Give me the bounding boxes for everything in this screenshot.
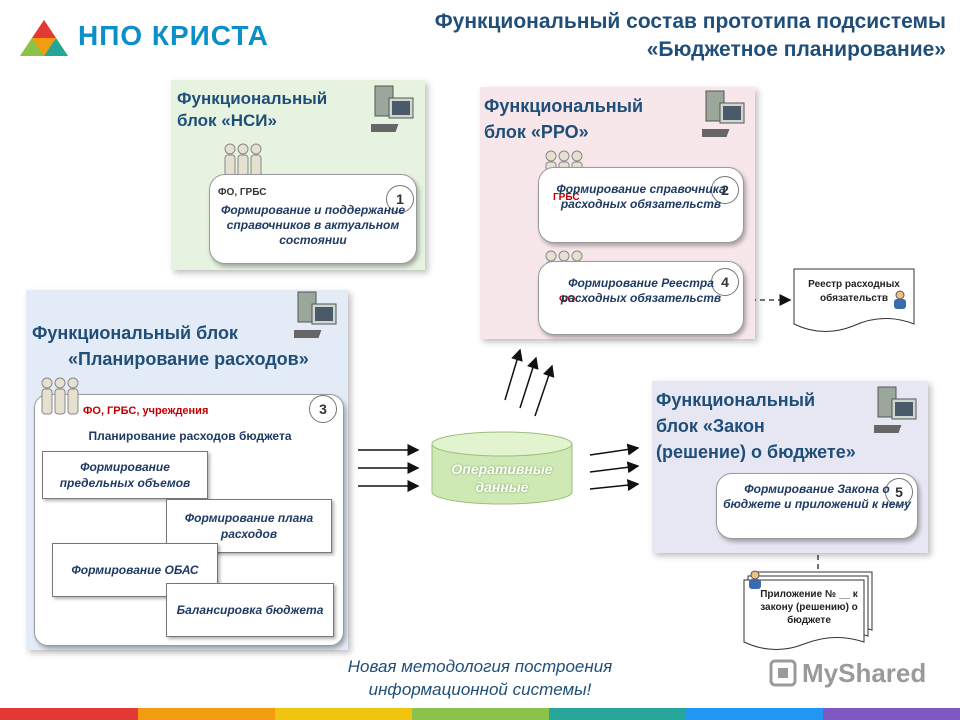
block-law: Функциональный блок «Закон (решение) о б…	[652, 381, 928, 553]
computer-icon	[371, 85, 414, 132]
arrows-to-law	[589, 443, 640, 492]
rro-card-2-role: ГРБС	[553, 192, 580, 203]
footer-stripe	[549, 708, 686, 720]
nsi-card-text: Формирование и поддержание справочников …	[220, 203, 405, 247]
rro-card-4-text: Формирование Реестра расходных обязатель…	[560, 276, 722, 305]
logo-text: НПО КРИСТА	[78, 20, 269, 51]
footer-slogan: Новая методология построения информацион…	[347, 657, 613, 699]
arrows-to-database	[358, 444, 420, 492]
appendix-document-text: Приложение № __ к закону (решению) о бюд…	[760, 589, 858, 626]
law-card[interactable]: 5 Формирование Закона о бюджете и прилож…	[716, 473, 918, 539]
step-number-1: 1	[386, 185, 414, 213]
header: НПО КРИСТА Функциональный состав прототи…	[0, 0, 960, 78]
block-nsi: Функциональный блок «НСИ» ФО, ГРБС 1 Фор…	[171, 80, 425, 270]
rro-card-4[interactable]: ФО 4 Формирование Реестра расходных обяз…	[538, 261, 744, 335]
planning-sub-balance[interactable]: Балансировка бюджета	[166, 583, 334, 637]
arrows-to-rro	[504, 348, 555, 417]
database-icon	[431, 431, 573, 505]
user-icon	[749, 570, 761, 589]
user-icon	[894, 290, 906, 309]
planning-card-title: Планирование расходов бюджета	[88, 429, 292, 443]
registry-document-text: Реестр расходных обязательств	[808, 279, 900, 304]
database-label: Оперативные данные	[451, 461, 553, 495]
computer-icon	[702, 90, 745, 137]
logo-icon	[20, 20, 68, 56]
nsi-role: ФО, ГРБС	[218, 187, 267, 198]
footer-stripe	[275, 708, 412, 720]
users-icon	[41, 377, 79, 415]
registry-document[interactable]: Реестр расходных обязательств	[793, 268, 915, 334]
block-planning: Функциональный блок «Планирование расход…	[26, 290, 348, 650]
step-number-2: 2	[711, 176, 739, 204]
block-law-title: Функциональный блок «Закон (решение) о б…	[656, 390, 856, 462]
block-planning-title: Функциональный блок «Планирование расход…	[32, 323, 309, 369]
footer-stripe	[686, 708, 823, 720]
block-rro: Функциональный блок «РРО» ГРБС 2 Формиро…	[480, 87, 755, 339]
law-card-text: Формирование Закона о бюджете и приложен…	[723, 482, 911, 511]
page-title: Функциональный состав прототипа подсисте…	[434, 10, 946, 61]
rro-card-4-role: ФО	[559, 294, 576, 305]
rro-card-2[interactable]: ГРБС 2 Формирование справочника расходны…	[538, 167, 744, 243]
computer-icon	[874, 386, 917, 433]
database-operative-data[interactable]: Оперативные данные	[430, 430, 574, 506]
step-number-3: 3	[309, 395, 337, 423]
watermark-logo-icon	[769, 659, 797, 687]
watermark: MyShared	[768, 656, 938, 692]
watermark-text: MyShared	[802, 658, 927, 688]
appendix-document[interactable]: Приложение № __ к закону (решению) о бюд…	[742, 570, 874, 656]
footer-stripe	[823, 708, 960, 720]
planning-sub-limits[interactable]: Формирование предельных объемов	[42, 451, 208, 499]
computer-icon	[294, 291, 337, 338]
footer-stripe	[412, 708, 549, 720]
block-nsi-title: Функциональный блок «НСИ»	[177, 89, 328, 130]
footer-stripe	[0, 708, 138, 720]
footer-stripe	[138, 708, 275, 720]
block-rro-title: Функциональный блок «РРО»	[484, 96, 644, 142]
rro-card-2-text: Формирование справочника расходных обяза…	[556, 182, 726, 211]
nsi-card[interactable]: ФО, ГРБС 1 Формирование и поддержание сп…	[209, 174, 417, 264]
planning-role: ФО, ГРБС, учреждения	[83, 405, 209, 417]
step-number-4: 4	[711, 268, 739, 296]
step-number-5: 5	[885, 478, 913, 506]
